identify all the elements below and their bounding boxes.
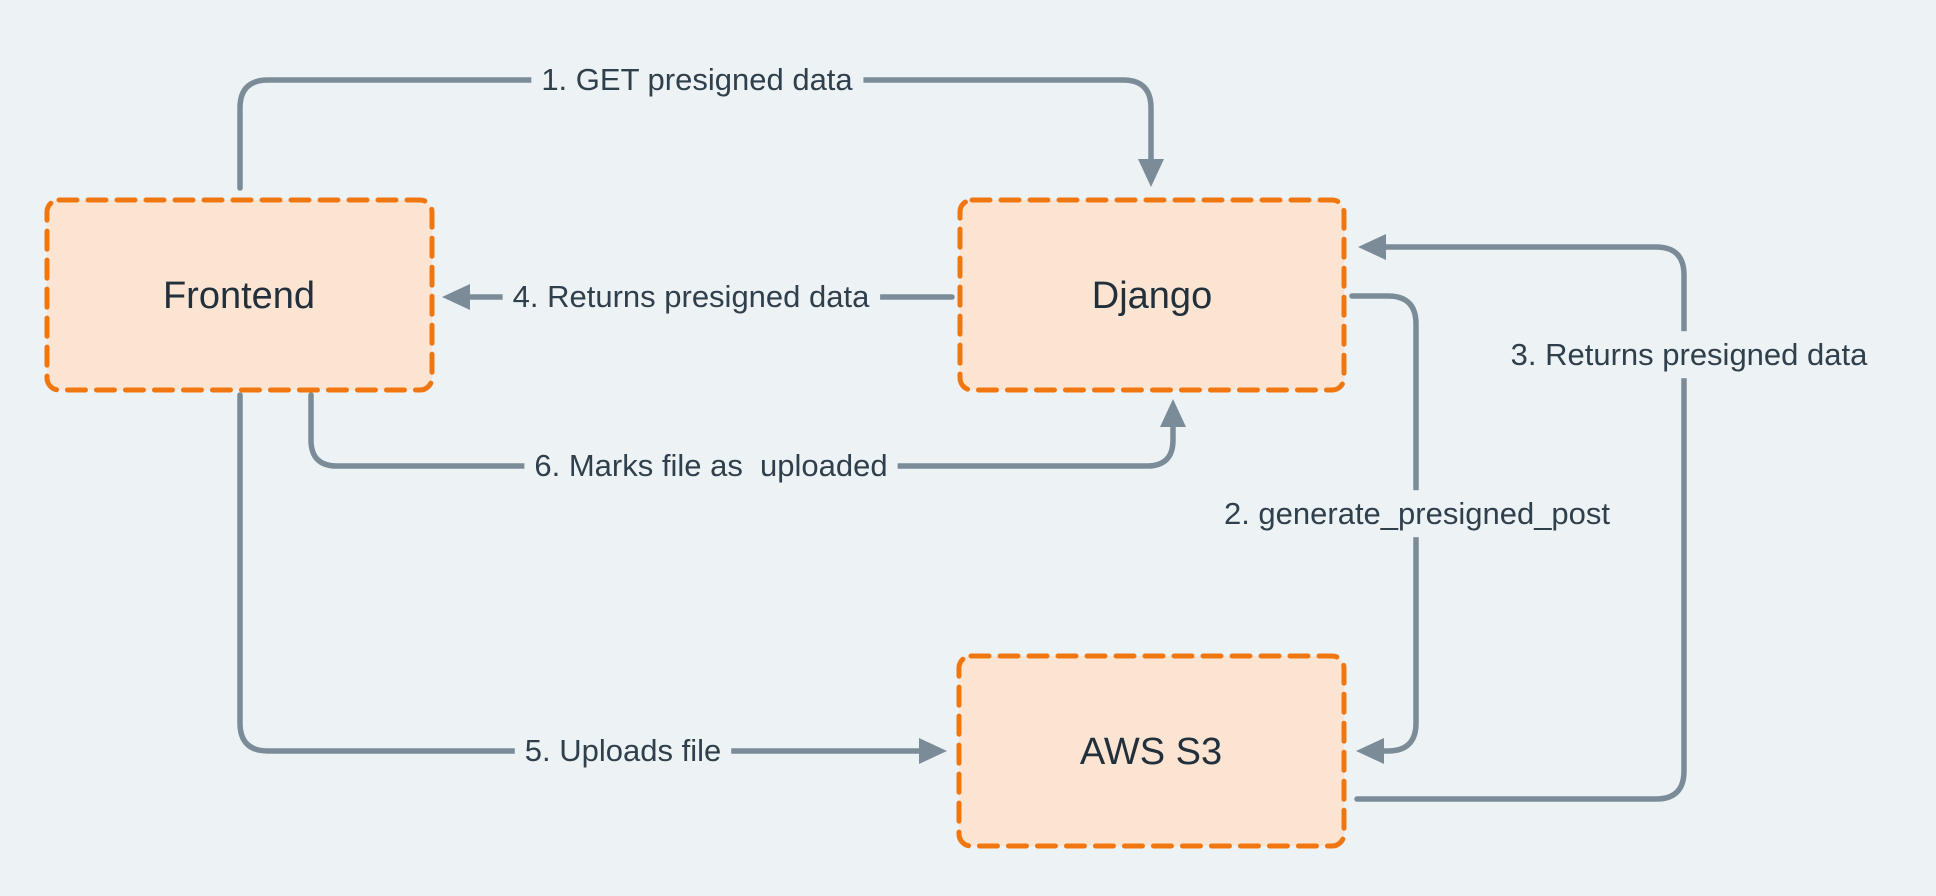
edge-5-label: 5. Uploads file [525, 733, 721, 768]
node-frontend: Frontend [44, 197, 435, 393]
edge-label-bg [531, 56, 864, 104]
node-awss3-label: AWS S3 [1080, 731, 1222, 773]
edge-5-path [237, 392, 922, 754]
node-frontend-box [44, 197, 435, 393]
edge-2-label: 2. generate_presigned_post [1224, 496, 1610, 531]
node-awss3: AWS S3 [956, 653, 1347, 849]
edge-labels: 1. GET presigned data 4. Returns presign… [502, 56, 1879, 775]
edge-label-bg [502, 273, 881, 321]
edge-1-arrowhead-down [1138, 159, 1164, 187]
node-frontend-label: Frontend [163, 275, 315, 317]
edge-3-path [1354, 244, 1687, 802]
edge-label-bg [1213, 490, 1621, 538]
node-awss3-box [956, 653, 1347, 849]
edge-1-label: 1. GET presigned data [541, 62, 853, 97]
edge-6-label: 6. Marks file as uploaded [534, 448, 887, 483]
edge-4-label: 4. Returns presigned data [513, 279, 870, 314]
node-django-box [957, 197, 1347, 393]
node-django: Django [957, 197, 1347, 393]
edge-label-bg [1500, 331, 1879, 379]
edge-label-bg [524, 442, 898, 490]
edge-6-arrowhead-up [1160, 399, 1186, 427]
edge-2-arrowhead-left [1356, 738, 1384, 764]
edge-5-arrowhead-right [919, 738, 947, 764]
edge-3-label: 3. Returns presigned data [1511, 337, 1868, 372]
edge-label-bg [514, 727, 732, 775]
edge-3-arrowhead-left [1358, 234, 1386, 260]
node-django-label: Django [1092, 275, 1212, 317]
edge-4-arrowhead-left [442, 284, 470, 310]
